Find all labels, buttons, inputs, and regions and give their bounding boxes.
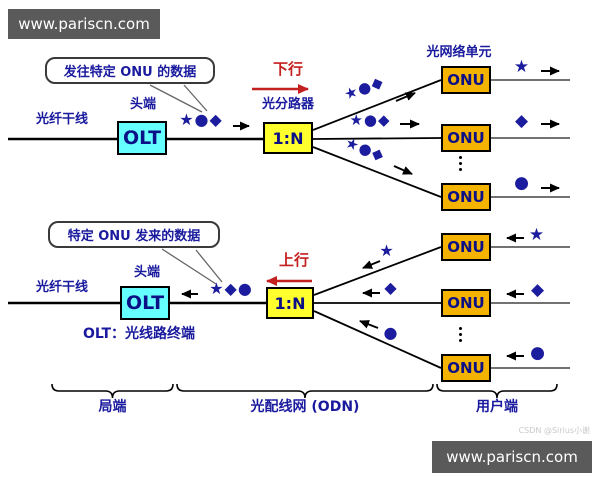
- downstream-flow-arrows: [233, 66, 560, 193]
- branch-symbol: ★: [379, 241, 395, 260]
- trunk-fiber-label: 光纤干线: [35, 280, 88, 295]
- upstream-callout-pointer: [161, 248, 223, 285]
- branch3-arrow-icon: [393, 165, 413, 175]
- upstream-direction-label: 上行: [278, 251, 309, 269]
- onu-box: ONU: [441, 66, 491, 94]
- splitter-box: 1:N: [263, 122, 313, 154]
- onu-input-symbol: ◆: [530, 280, 546, 300]
- upstream-trunk-symbols: ★◆●: [209, 279, 253, 298]
- onu-box: ONU: [441, 183, 491, 211]
- downstream-trunk-symbols: ★●◆: [179, 110, 223, 129]
- office-brace-icon: [51, 383, 174, 399]
- downstream-callout: 发往特定 ONU 的数据: [45, 57, 215, 84]
- olt-box: OLT: [120, 286, 170, 320]
- downstream-fan-lines: [312, 79, 442, 198]
- trunk-fiber-label: 光纤干线: [35, 112, 88, 127]
- watermark-bottom-right: www.pariscn.com: [432, 441, 592, 473]
- legend-office-label: 局端: [98, 399, 127, 415]
- splitter-box: 1:N: [266, 287, 314, 319]
- headend-label: 头端: [129, 97, 156, 112]
- legend-braces: [51, 383, 558, 399]
- onu-box: ONU: [441, 289, 491, 317]
- onu-box: ONU: [441, 354, 491, 382]
- branch1-arrow-icon: [362, 260, 381, 269]
- olt-box: OLT: [117, 121, 167, 155]
- onu-box: ONU: [441, 233, 491, 261]
- headend-label: 头端: [133, 265, 160, 280]
- vertical-dots-icon: [459, 327, 462, 342]
- onu-input-symbol: ●: [530, 343, 546, 363]
- onu-output-symbol: ●: [514, 173, 530, 193]
- watermark-top-left: www.pariscn.com: [8, 9, 160, 39]
- onu-output-symbol: ★: [513, 57, 531, 77]
- user-brace-icon: [436, 383, 558, 399]
- legend-user-label: 用户端: [476, 399, 518, 415]
- downstream-drop-lines: [491, 79, 570, 198]
- splitter-title: 光分路器: [261, 97, 314, 112]
- upstream-flow-arrows: [181, 233, 524, 361]
- legend-odn-label: 光配线网 (ODN): [250, 399, 360, 415]
- odn-brace-icon: [176, 383, 434, 399]
- upstream-callout: 特定 ONU 发来的数据: [48, 221, 220, 248]
- olt-definition-note: OLT：光线路终端: [83, 326, 196, 342]
- onu-input-symbol: ★: [528, 225, 546, 245]
- upstream-fan-lines: [313, 246, 442, 369]
- branch-symbols: ★●◆: [349, 111, 391, 129]
- onu-output-symbol: ◆: [514, 111, 530, 131]
- branch3-arrow-icon: [359, 320, 379, 329]
- branch-symbol: ◆: [384, 278, 398, 297]
- upstream-drop-lines: [491, 246, 570, 369]
- onu-section-title: 光网络单元: [426, 45, 492, 60]
- downstream-direction-label: 下行: [272, 60, 303, 78]
- branch-symbol: ●: [383, 323, 399, 342]
- downstream-callout-pointer: [149, 84, 208, 113]
- csdn-credit: CSDN @Sirius小谢: [518, 426, 590, 435]
- branch1-arrow-icon: [395, 92, 416, 102]
- onu-box: ONU: [441, 124, 491, 152]
- vertical-dots-icon: [459, 156, 462, 171]
